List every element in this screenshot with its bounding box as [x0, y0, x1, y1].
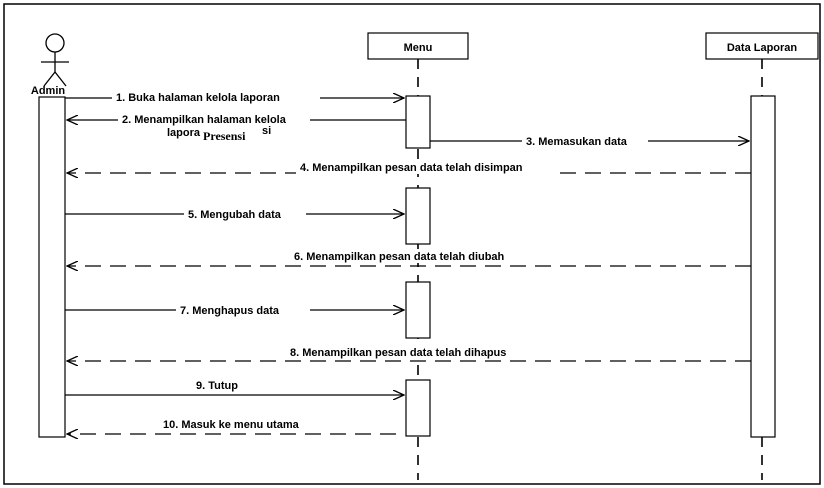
message-label-8: 8. Menampilkan pesan data telah dihapus: [290, 347, 506, 359]
label-bg-5: [184, 207, 306, 221]
message-label-6: 6. Menampilkan pesan data telah diubah: [294, 251, 505, 263]
data-laporan-activation-bar: [750, 95, 776, 438]
diagram-frame: [3, 3, 821, 485]
label-bg-1: [112, 90, 320, 104]
message-label-2-line1: 2. Menampilkan halaman kelola: [122, 114, 287, 126]
message-label-1: 1. Buka halaman kelola laporan: [116, 92, 280, 104]
label-bg-6: [290, 249, 552, 263]
data-laporan-participant-box: [705, 32, 819, 60]
message-label-5: 5. Mengubah data: [188, 209, 282, 221]
message-label-7: 7. Menghapus data: [180, 305, 280, 317]
menu-participant-box: [367, 32, 469, 60]
menu-activation-4: [405, 379, 431, 437]
message-label-2-suffix: si: [262, 125, 271, 137]
message-label-3: 3. Memasukan data: [526, 136, 628, 148]
message-label-4: 4. Menampilkan pesan data telah disimpan: [300, 162, 523, 174]
admin-activation-bar: [38, 96, 66, 438]
admin-label: Admin: [31, 85, 66, 97]
label-bg-3: [522, 134, 648, 148]
presensi-overlay-text: Presensi: [203, 129, 246, 143]
label-bg-7: [176, 303, 310, 317]
actor-icon: [41, 33, 69, 87]
message-label-10: 10. Masuk ke menu utama: [163, 419, 300, 431]
data-laporan-participant-label: Data Laporan: [727, 42, 798, 54]
message-label-9: 9. Tutup: [196, 380, 238, 392]
label-bg-8: [286, 345, 558, 359]
menu-participant-label: Menu: [404, 42, 433, 54]
menu-activation-1: [405, 95, 431, 149]
label-bg-4: [296, 160, 560, 174]
menu-activation-2: [405, 187, 431, 245]
menu-activation-3: [405, 281, 431, 339]
label-bg-2: [118, 112, 310, 126]
message-label-2-line2: lapora: [167, 127, 201, 139]
